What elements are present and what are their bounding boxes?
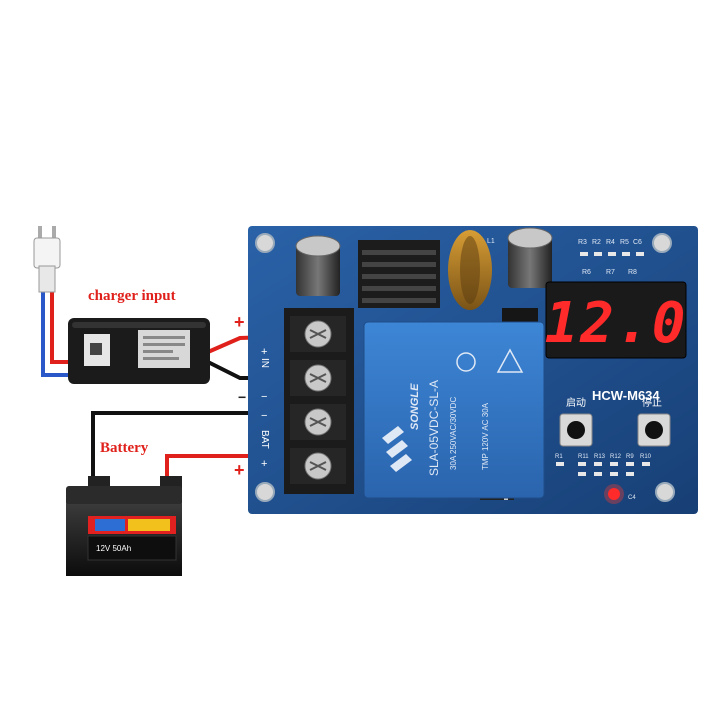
silk-c6: C6 [633,239,642,246]
silk-r12: R12 [610,454,622,460]
silk-r5: R5 [620,239,629,246]
silk-r13: R13 [594,454,606,460]
silk-l1: L1 [487,238,495,245]
silk-r4: R4 [606,239,615,246]
silk-r1: R1 [555,454,563,460]
cqc-mark [456,352,476,372]
battery-negative-wire [91,411,305,488]
heat-sink [358,240,440,308]
relay-model: SLA-05VDC-SL-A [427,380,441,476]
silk-r7: R7 [606,269,615,276]
display-value: 12.0 [545,291,688,356]
silk-minus-in: − [261,391,267,403]
warning-mark [496,348,524,373]
silk-r9: R9 [626,454,634,460]
silk-r8: R8 [628,269,637,276]
plug-cord-blue [41,290,75,377]
plus-marker-input: + [234,312,245,332]
plug-cord-red [50,290,75,364]
battery-label: Battery [100,440,149,456]
smd-resistors-top [580,252,644,256]
relay-rating-1: 30A 250VAC/30VDC [449,397,458,470]
smd-resistors-bottom [556,462,650,476]
mount-hole [255,233,275,253]
silk-r11: R11 [578,454,589,460]
power-plug [33,226,61,293]
relay-logo [382,426,412,472]
silk-minus-bat: − [261,410,267,422]
silk-r3: R3 [578,239,587,246]
stop-label: 停止 [642,396,662,409]
seven-segment-display: 12.0 [545,281,688,359]
hcw-m634-board: R3 R2 R4 R5 C6 L1 R6 R7 R8 12.0 HCW-M634… [248,226,698,514]
mount-hole [255,482,275,502]
silk-plus-in: + [261,346,267,358]
plus-marker-battery: + [234,460,245,480]
relay-brand: SONGLE [409,383,421,430]
relay: SONGLE SLA-05VDC-SL-A 30A 250VAC/30VDC T… [363,321,545,499]
start-label: 启动 [566,396,586,409]
silk-r10: R10 [640,454,652,460]
board-model: HCW-M634 [592,388,660,403]
silk-r6: R6 [582,269,591,276]
terminal-bat-label: BAT [259,430,270,449]
mount-hole [655,482,675,502]
lead-acid-battery [66,476,182,576]
terminal-in-label: IN [259,358,270,368]
stop-button[interactable] [637,413,671,447]
battery-rating: 12V 50Ah [96,544,131,553]
inductor-coil [448,230,492,310]
charger-input-label: charger input [88,288,176,304]
silk-c4: C4 [628,495,636,501]
minus-marker-input: − [238,389,246,405]
mount-hole [652,233,672,253]
start-button[interactable] [559,413,593,447]
terminal-block [284,308,354,494]
silk-plus-bat: + [261,458,267,470]
charger-adapter [68,318,210,384]
relay-rating-2: TMP 120V AC 30A [481,402,490,470]
silk-r2: R2 [592,239,601,246]
red-led [604,484,624,504]
